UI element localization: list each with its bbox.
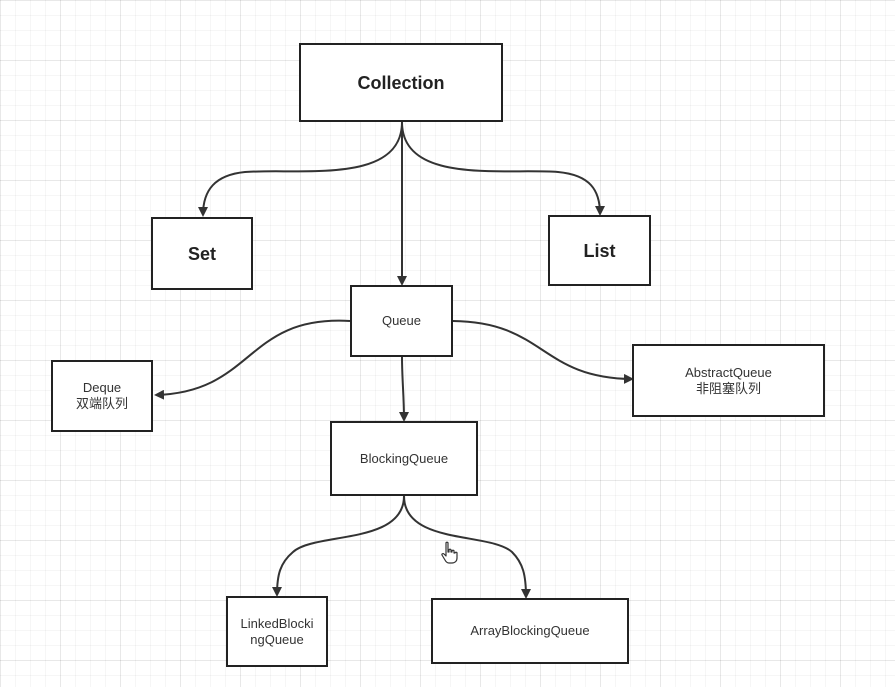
node-blocking-queue[interactable]: BlockingQueue [330, 421, 478, 496]
node-array-blocking-queue-label: ArrayBlockingQueue [470, 623, 590, 638]
node-blocking-queue-label: BlockingQueue [359, 450, 449, 466]
edge-queue-blockingqueue [398, 356, 409, 422]
node-collection-label: Collection [357, 72, 445, 93]
node-deque-line2: 双端队列 [75, 396, 128, 411]
edge-collection-list [401, 121, 605, 216]
node-set[interactable]: Set [151, 217, 253, 290]
node-deque-line1: Deque [82, 380, 122, 395]
node-abstract-queue-line2: 非阻塞队列 [695, 380, 761, 396]
edge-blockingqueue-array [403, 495, 531, 599]
edge-blockingqueue-linked [272, 495, 405, 597]
node-collection[interactable]: Collection [299, 43, 503, 122]
edge-queue-abstractqueue [452, 320, 634, 384]
node-linked-blocking-queue-line2: ngQueue [250, 631, 304, 647]
node-set-label: Set [187, 243, 216, 264]
node-linked-blocking-queue[interactable]: LinkedBlocki ngQueue [226, 596, 328, 667]
node-abstract-queue-line1: AbstractQueue [685, 364, 772, 380]
node-list-label: List [583, 240, 616, 261]
node-queue-label: Queue [381, 313, 422, 328]
edge-queue-deque [154, 319, 351, 400]
node-list[interactable]: List [548, 215, 651, 286]
node-abstract-queue[interactable]: AbstractQueue 非阻塞队列 [632, 344, 825, 417]
node-queue[interactable]: Queue [350, 285, 453, 357]
hand-pointer-icon [441, 541, 458, 564]
node-linked-blocking-queue-line1: LinkedBlocki [240, 615, 314, 631]
node-array-blocking-queue[interactable]: ArrayBlockingQueue [431, 598, 629, 664]
node-deque[interactable]: Deque 双端队列 [51, 360, 153, 432]
edge-collection-set [198, 121, 403, 217]
